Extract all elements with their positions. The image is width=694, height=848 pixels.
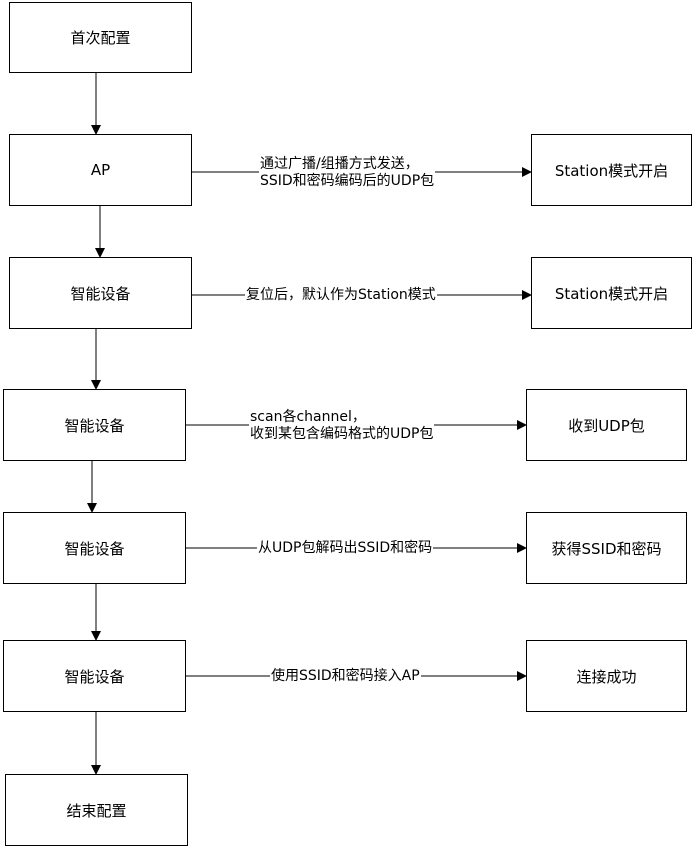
step-device-reset-label: 智能设备 <box>70 284 131 303</box>
step-device-reset: 智能设备 <box>9 257 192 329</box>
edge-label-scan-line2: 收到某包含编码格式的UDP包 <box>250 426 434 442</box>
result-udp-received: 收到UDP包 <box>526 389 687 461</box>
step-ap-label: AP <box>90 161 111 179</box>
step-first-config-label: 首次配置 <box>70 29 131 47</box>
edge-label-scan: scan各channel， 收到某包含编码格式的UDP包 <box>249 409 435 443</box>
step-ap: AP <box>9 134 192 206</box>
result-station-mode-2: Station模式开启 <box>531 257 692 329</box>
edge-label-reset-line1: 复位后，默认作为Station模式 <box>246 287 436 303</box>
edge-label-broadcast-line2: SSID和密码编码后的UDP包 <box>260 173 435 189</box>
edge-label-connect: 使用SSID和密码接入AP <box>270 668 421 685</box>
result-station-mode-2-label: Station模式开启 <box>554 284 669 303</box>
result-station-mode-1: Station模式开启 <box>531 134 692 206</box>
edge-label-scan-line1: scan各channel， <box>250 409 366 425</box>
result-ssid-password-label: 获得SSID和密码 <box>551 539 662 558</box>
step-device-decode: 智能设备 <box>3 512 186 584</box>
edge-label-decode-line1: 从UDP包解码出SSID和密码 <box>258 540 433 556</box>
result-udp-received-label: 收到UDP包 <box>568 416 645 435</box>
result-station-mode-1-label: Station模式开启 <box>554 161 669 180</box>
result-connected: 连接成功 <box>526 640 687 712</box>
step-device-scan: 智能设备 <box>3 389 186 461</box>
step-end-config-label: 结束配置 <box>66 801 127 820</box>
edge-label-broadcast-line1: 通过广播/组播方式发送， <box>260 156 419 172</box>
step-device-connect-label: 智能设备 <box>64 667 125 686</box>
edge-label-decode: 从UDP包解码出SSID和密码 <box>257 540 434 557</box>
edge-label-connect-line1: 使用SSID和密码接入AP <box>271 668 420 684</box>
step-end-config: 结束配置 <box>5 774 188 846</box>
edge-label-broadcast: 通过广播/组播方式发送， SSID和密码编码后的UDP包 <box>259 156 436 190</box>
step-first-config: 首次配置 <box>9 2 192 73</box>
result-connected-label: 连接成功 <box>576 667 637 686</box>
step-device-scan-label: 智能设备 <box>64 416 125 435</box>
step-device-connect: 智能设备 <box>3 640 186 712</box>
step-device-decode-label: 智能设备 <box>64 539 125 558</box>
result-ssid-password: 获得SSID和密码 <box>526 512 687 584</box>
edge-label-reset: 复位后，默认作为Station模式 <box>245 287 437 304</box>
